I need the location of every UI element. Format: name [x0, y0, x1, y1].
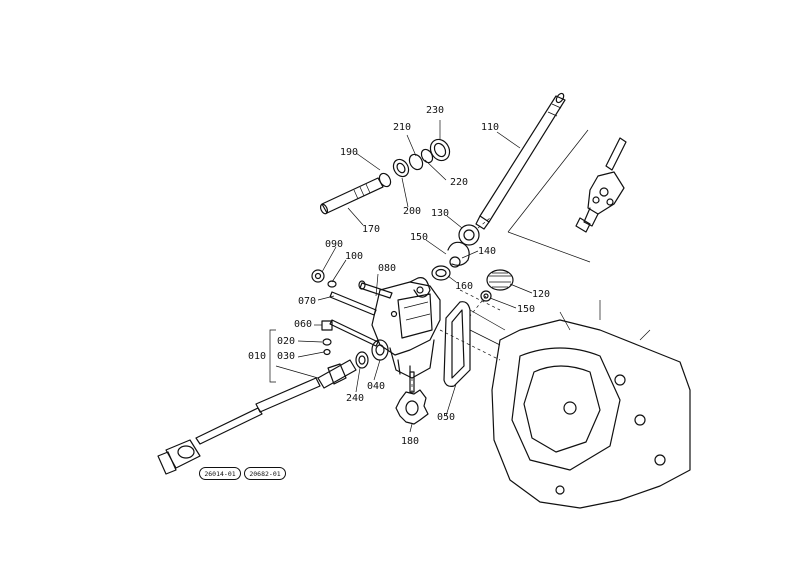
shaft-170: [319, 177, 384, 215]
inset-column-detail: [507, 129, 627, 263]
part-label-030: 030: [277, 351, 296, 362]
reference-number-2: 20682-01: [244, 467, 286, 480]
part-label-010: 010: [248, 351, 267, 362]
part-label-100: 100: [345, 251, 364, 262]
part-label-150-upper: 150: [410, 232, 429, 243]
part-label-080: 080: [378, 263, 397, 274]
gear-group-upper: [431, 217, 491, 281]
part-label-020: 020: [277, 336, 296, 347]
part-label-190: 190: [340, 147, 359, 158]
part-label-150-lower: 150: [517, 304, 536, 315]
part-label-230: 230: [426, 105, 445, 116]
gasket-050: [443, 301, 471, 387]
part-label-090: 090: [325, 239, 344, 250]
reference-number-1: 26014-01: [199, 467, 241, 480]
gear-120: [469, 269, 514, 317]
part-label-220: 220: [450, 177, 469, 188]
part-label-120: 120: [532, 289, 551, 300]
transmission-housing: [439, 289, 691, 509]
part-label-160: 160: [455, 281, 474, 292]
bolts: [311, 269, 393, 356]
part-label-110: 110: [481, 122, 500, 133]
part-label-180: 180: [401, 436, 420, 447]
bearing-stack: [378, 138, 451, 188]
part-label-060: 060: [294, 319, 313, 330]
leader-lines: [269, 120, 533, 433]
part-label-050: 050: [437, 412, 456, 423]
part-label-210: 210: [393, 122, 412, 133]
part-label-240: 240: [346, 393, 365, 404]
part-label-200: 200: [403, 206, 422, 217]
universal-joint-shaft-010: [157, 359, 357, 475]
part-label-130: 130: [431, 208, 450, 219]
part-label-140: 140: [478, 246, 497, 257]
part-label-040: 040: [367, 381, 386, 392]
part-label-070: 070: [298, 296, 317, 307]
steering-shaft-110: [475, 92, 566, 230]
gear-case-housing: [371, 277, 441, 379]
gear-180: [395, 371, 429, 425]
part-label-170: 170: [362, 224, 381, 235]
